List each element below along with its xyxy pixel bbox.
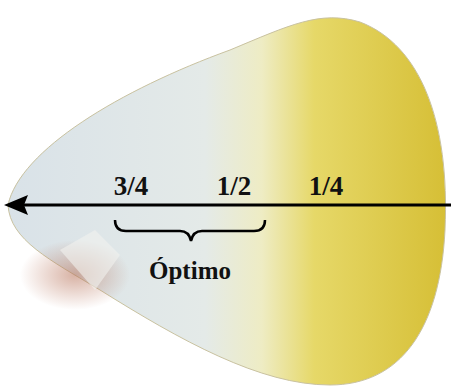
arrow-head [4, 195, 28, 215]
arrow-line [22, 204, 451, 207]
corn-kernel [8, 18, 446, 385]
stage-fraction: 1/2 [217, 173, 252, 200]
optimum-label: Óptimo [149, 258, 231, 283]
bracket [115, 220, 265, 241]
stage-fraction: 1/4 [309, 173, 344, 200]
stage-fraction: 3/4 [114, 173, 149, 200]
kernel-germ [60, 230, 120, 290]
